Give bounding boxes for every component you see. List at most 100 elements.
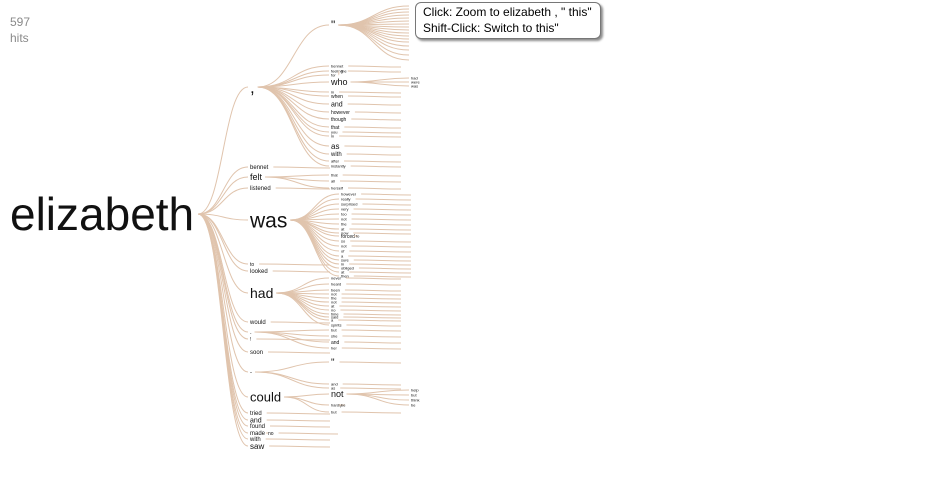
tree-word[interactable]: help xyxy=(411,387,419,392)
tree-link xyxy=(254,371,330,389)
tree-word[interactable]: tried xyxy=(250,411,262,417)
tree-word[interactable]: now xyxy=(341,230,348,235)
tree-word[interactable]: were xyxy=(411,79,420,84)
tree-link xyxy=(346,277,402,280)
tree-word[interactable]: had xyxy=(250,285,273,301)
tree-word[interactable]: was xyxy=(249,209,287,232)
tree-word[interactable]: - xyxy=(250,370,252,376)
tree-word[interactable]: could xyxy=(250,390,281,405)
tree-word[interactable]: but xyxy=(331,409,337,414)
tree-word[interactable]: no xyxy=(268,431,274,437)
tree-word[interactable]: very xyxy=(341,206,349,211)
tree-word[interactable]: soon xyxy=(250,350,263,356)
tree-word[interactable]: however xyxy=(341,191,357,196)
tree-word[interactable]: listened xyxy=(250,186,271,192)
tree-word[interactable]: was xyxy=(411,83,418,88)
tree-word[interactable]: found xyxy=(250,424,265,430)
tree-word[interactable]: and xyxy=(331,101,343,108)
tree-link xyxy=(284,396,330,413)
tree-word[interactable]: sure xyxy=(341,257,350,262)
tree-word[interactable]: at xyxy=(341,269,345,274)
tree-word[interactable]: that xyxy=(331,172,339,177)
tree-word[interactable]: then xyxy=(341,273,349,278)
tree-word[interactable]: but xyxy=(331,327,337,332)
tree-word[interactable]: felt xyxy=(250,172,263,182)
tree-word[interactable]: of xyxy=(341,248,345,253)
tree-word[interactable]: the xyxy=(341,221,347,226)
tree-word[interactable]: the xyxy=(331,295,337,300)
tree-word[interactable]: as xyxy=(331,385,335,390)
tree-word[interactable]: not xyxy=(331,291,337,296)
tree-word[interactable]: been xyxy=(331,287,340,292)
tree-word[interactable]: had xyxy=(411,75,418,80)
tree-word[interactable]: made xyxy=(250,431,266,437)
tree-word[interactable]: not xyxy=(341,243,347,248)
tree-word[interactable]: however xyxy=(331,110,350,116)
tree-word[interactable]: her xyxy=(331,345,337,350)
tree-word[interactable]: be xyxy=(341,402,346,407)
tree-word[interactable]: would xyxy=(249,320,266,326)
tree-word[interactable]: heard xyxy=(331,281,341,286)
tree-word[interactable]: herself xyxy=(331,185,344,190)
tree-word[interactable]: when xyxy=(331,94,343,100)
tree-word[interactable]: spirits xyxy=(331,322,341,327)
tree-word[interactable]: be xyxy=(411,402,416,407)
tree-word[interactable]: instantly xyxy=(331,163,346,168)
tree-word[interactable]: think xyxy=(411,397,419,402)
tree-word[interactable]: with xyxy=(330,152,342,158)
tree-word[interactable]: that xyxy=(331,125,340,131)
tree-word[interactable]: at xyxy=(341,226,345,231)
tree-word[interactable]: with xyxy=(249,437,261,443)
tree-link xyxy=(338,319,402,322)
tree-word[interactable]: at xyxy=(331,303,335,308)
tree-word[interactable]: as xyxy=(331,142,339,151)
tree-word[interactable]: and xyxy=(331,381,338,386)
tree-word[interactable]: in xyxy=(341,261,344,266)
tree-word[interactable]: in xyxy=(331,89,334,94)
tree-word[interactable]: all xyxy=(331,178,335,183)
tree-word[interactable]: bennet xyxy=(250,165,269,171)
tree-word[interactable]: to xyxy=(250,262,254,268)
tree-word[interactable]: ! xyxy=(250,337,251,343)
tree-word[interactable]: " xyxy=(331,358,335,369)
tree-word[interactable]: in xyxy=(331,133,334,138)
tree-word[interactable]: not xyxy=(341,216,347,221)
tree-word[interactable]: never xyxy=(331,275,342,280)
tree-word[interactable]: for xyxy=(331,72,336,77)
tree-word[interactable]: surprised xyxy=(341,201,357,206)
tree-word[interactable]: who xyxy=(330,77,348,87)
tree-word[interactable]: bennet xyxy=(331,63,344,68)
tree-word[interactable]: and xyxy=(331,340,340,346)
tree-word[interactable]: really xyxy=(341,196,351,201)
tree-word[interactable]: the xyxy=(341,68,347,73)
tree-word[interactable]: though xyxy=(331,117,347,123)
tree-word[interactable]: time xyxy=(331,311,339,316)
tree-word[interactable]: to xyxy=(356,233,360,238)
tree-word[interactable]: a xyxy=(331,317,334,322)
tree-link xyxy=(339,361,402,364)
tree-word[interactable]: forced xyxy=(341,234,355,240)
tree-link xyxy=(198,187,249,215)
tree-word[interactable]: she xyxy=(331,333,338,338)
tree-word[interactable]: no xyxy=(331,307,336,312)
tree-word[interactable]: . xyxy=(250,330,252,336)
tree-word[interactable]: but xyxy=(411,392,417,397)
tree-word[interactable]: saw xyxy=(250,442,264,451)
tree-word[interactable]: " xyxy=(331,18,335,32)
tree-word[interactable]: and xyxy=(250,417,262,424)
tree-word[interactable]: not xyxy=(331,389,344,399)
tree-word[interactable]: feeling xyxy=(331,68,343,73)
tree-word[interactable]: after xyxy=(331,158,340,163)
tree-word[interactable]: , xyxy=(250,78,255,97)
tree-word[interactable]: said xyxy=(331,314,338,319)
tree-word[interactable]: you xyxy=(331,129,337,134)
tree-word[interactable]: looked xyxy=(250,269,268,275)
tree-word[interactable]: too xyxy=(341,211,347,216)
tree-word[interactable]: not xyxy=(331,299,337,304)
root-word[interactable]: elizabeth xyxy=(10,188,194,240)
tree-word[interactable]: obliged xyxy=(341,265,354,270)
tree-word[interactable]: so xyxy=(341,238,346,243)
tree-word[interactable]: hardly xyxy=(331,402,342,407)
tree-word[interactable]: a xyxy=(341,253,344,258)
